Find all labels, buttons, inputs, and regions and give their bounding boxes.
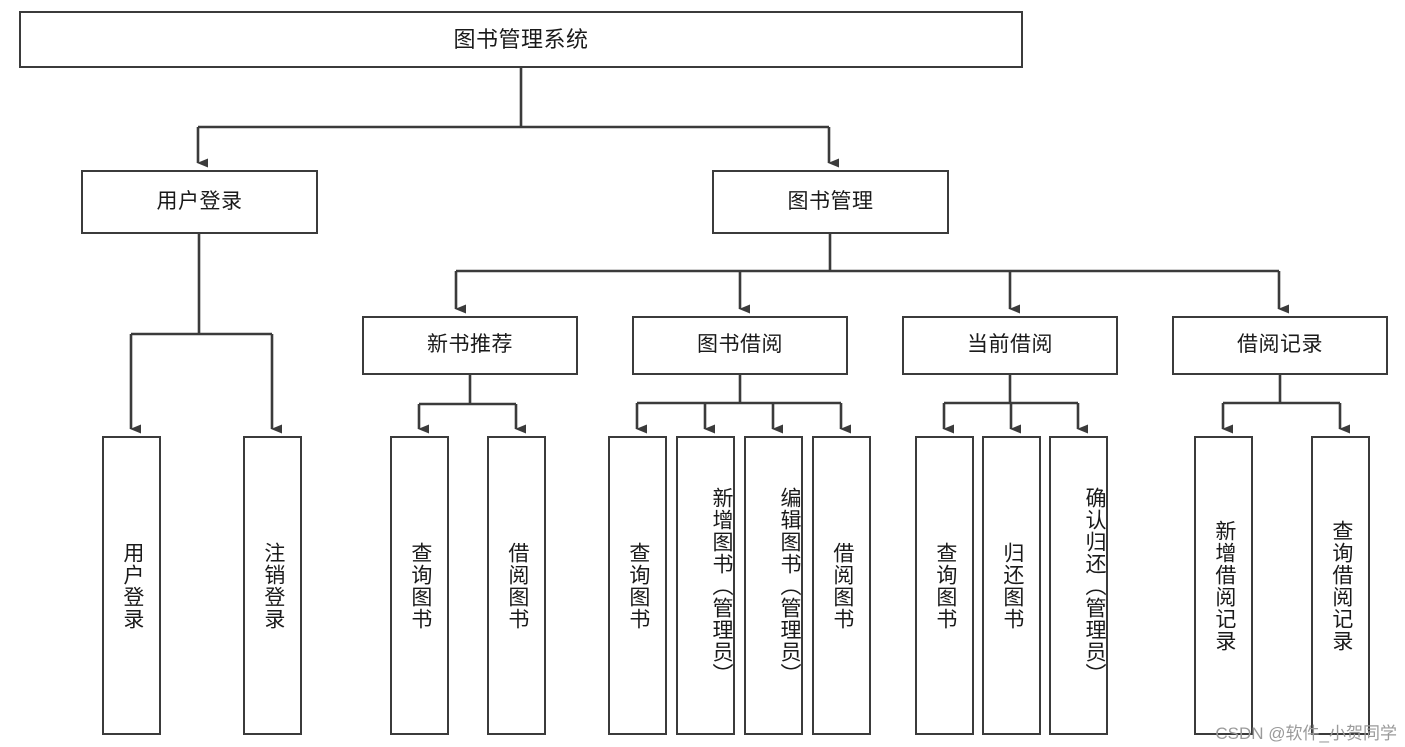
leaf-book-borrow-add-book-admin[interactable]: 新增图书（管理员） [676,436,735,735]
leaf-current-borrow-return-book[interactable]: 归还图书 [982,436,1041,735]
leaf-book-borrow-borrow-book[interactable]: 借阅图书 [812,436,871,735]
node-new-book-recommend[interactable]: 新书推荐 [362,316,578,375]
leaf-book-borrow-query-book[interactable]: 查询图书 [608,436,667,735]
node-user-login[interactable]: 用户登录 [81,170,318,234]
node-current-borrow[interactable]: 当前借阅 [902,316,1118,375]
leaf-current-borrow-confirm-return-admin[interactable]: 确认归还（管理员） [1049,436,1108,735]
leaf-user-login-logout[interactable]: 注销登录 [243,436,302,735]
node-root-system[interactable]: 图书管理系统 [19,11,1023,68]
leaf-borrow-record-query-record[interactable]: 查询借阅记录 [1311,436,1370,735]
node-borrow-record[interactable]: 借阅记录 [1172,316,1388,375]
leaf-new-book-borrow-book[interactable]: 借阅图书 [487,436,546,735]
leaf-user-login-signin[interactable]: 用户登录 [102,436,161,735]
leaf-new-book-query-book[interactable]: 查询图书 [390,436,449,735]
leaf-current-borrow-query-book[interactable]: 查询图书 [915,436,974,735]
leaf-book-borrow-edit-book-admin[interactable]: 编辑图书（管理员） [744,436,803,735]
leaf-borrow-record-add-record[interactable]: 新增借阅记录 [1194,436,1253,735]
watermark-text: CSDN @软件_小贺同学 [1215,724,1397,743]
node-book-management[interactable]: 图书管理 [712,170,949,234]
node-book-borrow[interactable]: 图书借阅 [632,316,848,375]
